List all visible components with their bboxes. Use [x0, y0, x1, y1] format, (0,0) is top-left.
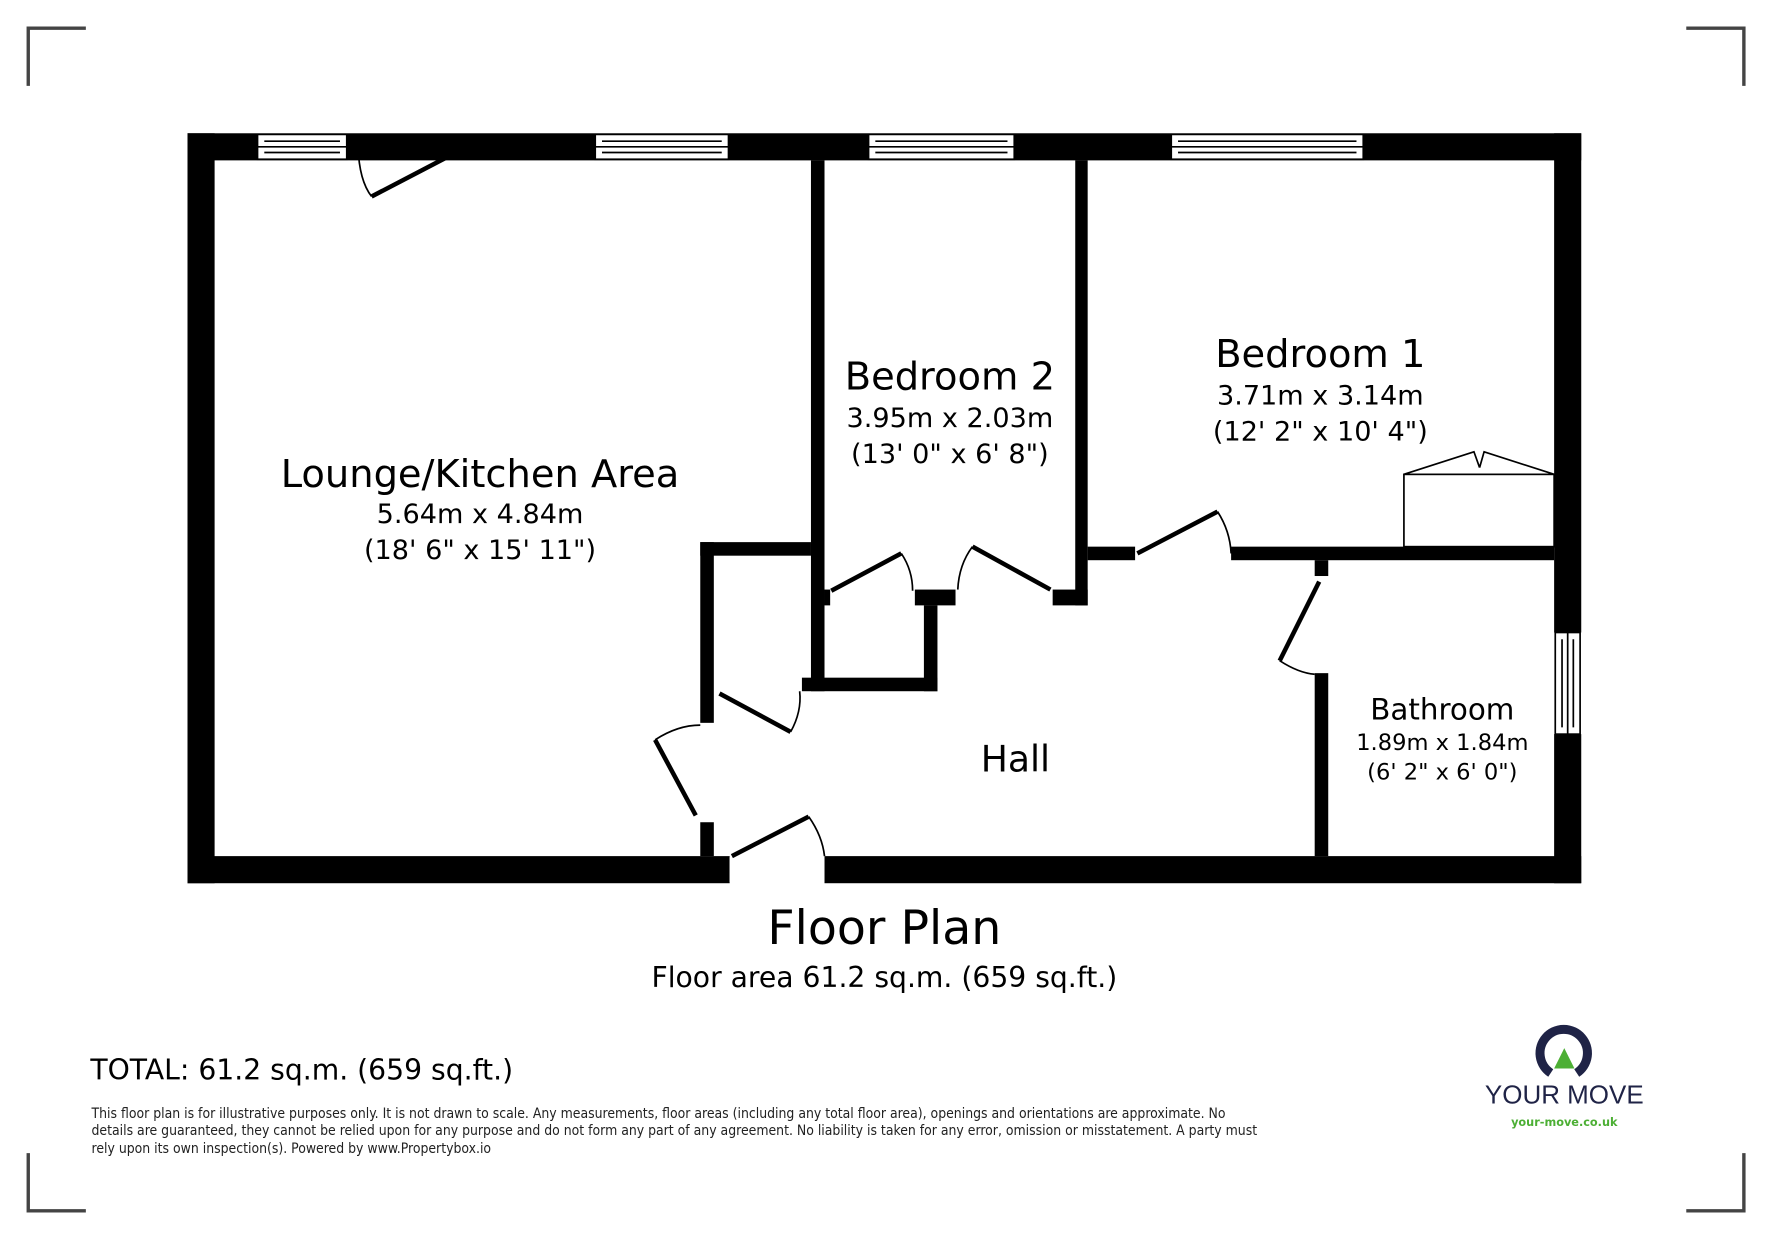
plan-title: Floor Plan	[767, 901, 1001, 956]
corner-marks	[26, 26, 1746, 1213]
total-area: TOTAL: 61.2 sq.m. (659 sq.ft.)	[89, 1054, 513, 1087]
plan-area: Floor area 61.2 sq.m. (659 sq.ft.)	[651, 961, 1117, 994]
room-name-hall: Hall	[981, 737, 1050, 780]
logo-url: your-move.co.uk	[1511, 1116, 1618, 1129]
disclaimer-line: details are guaranteed, they cannot be r…	[92, 1123, 1258, 1139]
room-metric-lounge: 5.64m x 4.84m	[377, 499, 584, 530]
disclaimer-line: This floor plan is for illustrative purp…	[91, 1106, 1226, 1122]
room-metric-bathroom: 1.89m x 1.84m	[1356, 730, 1528, 756]
room-imperial-bathroom: (6' 2" x 6' 0")	[1367, 759, 1517, 785]
room-name-bathroom: Bathroom	[1370, 692, 1514, 726]
room-imperial-bedroom-2: (13' 0" x 6' 8")	[851, 439, 1049, 470]
room-name-bedroom-1: Bedroom 1	[1215, 332, 1425, 377]
room-metric-bedroom-2: 3.95m x 2.03m	[847, 403, 1054, 434]
doors	[357, 146, 1555, 859]
room-imperial-lounge: (18' 6" x 15' 11")	[364, 535, 596, 566]
logo-text: YOUR MOVE	[1485, 1079, 1644, 1109]
disclaimer: This floor plan is for illustrative purp…	[91, 1106, 1258, 1157]
room-imperial-bedroom-1: (12' 2" x 10' 4")	[1213, 416, 1428, 447]
logo-ring-icon	[1535, 1024, 1592, 1077]
room-labels: Lounge/Kitchen Area 5.64m x 4.84m (18' 6…	[281, 332, 1529, 785]
your-move-logo: YOUR MOVE your-move.co.uk	[1485, 1024, 1644, 1129]
room-name-lounge: Lounge/Kitchen Area	[281, 452, 680, 497]
walls	[187, 133, 1582, 884]
room-name-bedroom-2: Bedroom 2	[845, 355, 1055, 400]
room-metric-bedroom-1: 3.71m x 3.14m	[1217, 380, 1424, 411]
logo-triangle-icon	[1554, 1048, 1575, 1069]
disclaimer-line: rely upon its own inspection(s). Powered…	[92, 1141, 492, 1157]
windows	[256, 133, 1581, 883]
